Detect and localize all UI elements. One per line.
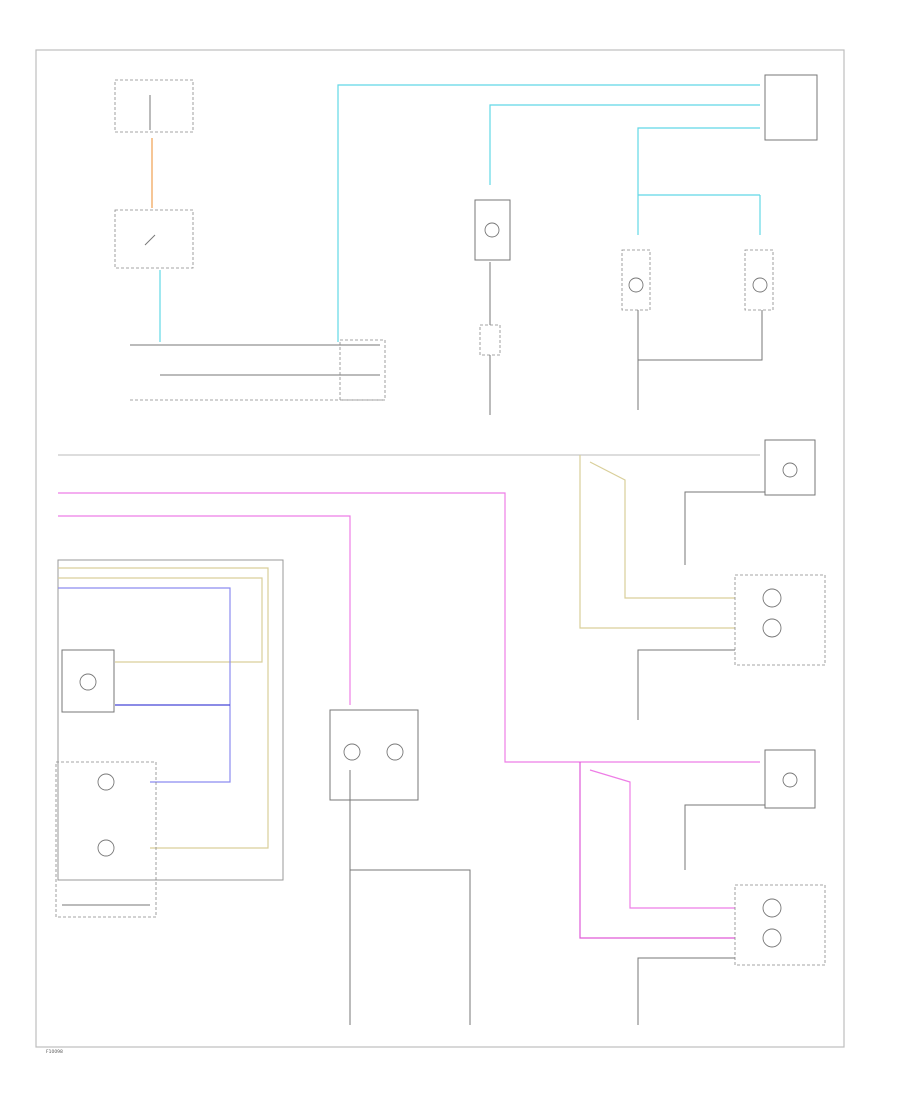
right-rear-side-marker-bulb [782,462,798,478]
right-tail-lamp-bulb-1 [762,588,782,608]
pink-wire-2 [58,515,351,705]
left-tail-lamp [734,884,826,966]
left-rear-side-marker-bulb [782,772,798,788]
left-rear-side-marker [764,749,816,809]
license-lamp-assembly [329,709,419,801]
pink-wire-1 [58,492,760,763]
right-front-side-marker [61,649,115,713]
license-lamp-left-box [621,249,651,311]
right-front-turn-lamp-bulb [97,773,115,791]
right-tail-lamp [734,574,826,666]
right-front-park-lamp-bulb [97,839,115,857]
tan-wire-3 [58,567,269,849]
blue-wire-1 [58,587,231,783]
cyan-wire-2 [489,104,760,185]
tan-wire-1 [579,455,735,629]
front-lamp-harness [57,559,284,881]
right-front-side-marker-bulb [79,673,97,691]
splice-connector [339,339,386,401]
license-lamp-right-bulb [752,277,768,293]
left-tail-lamp-bulb-1 [762,898,782,918]
center-stop-lamp [474,199,511,261]
tan-wire-4 [58,577,263,663]
right-rear-side-marker [764,439,816,496]
headlight-switch [114,209,194,269]
rear-lamp-connector [764,74,818,141]
center-stop-lamp-bulb [484,222,500,238]
magenta-wire-1 [579,762,735,939]
right-tail-lamp-bulb-2 [762,618,782,638]
cyan-wire-3 [637,127,760,195]
footer-code: F10098 [46,1049,63,1055]
license-lamp-left-bulb [628,277,644,293]
license-lamp-bulb-1 [343,743,361,761]
tan-wire-2 [589,461,735,599]
left-tail-lamp-bulb-2 [762,928,782,948]
magenta-wire-2 [589,769,735,909]
fuse-block [114,79,194,133]
cyan-main-wire [337,84,760,342]
right-front-lamps-box [55,761,157,918]
license-lamp-bulb-2 [386,743,404,761]
ground-connector-1 [479,324,501,356]
license-lamp-right-box [744,249,774,311]
diagram-frame [35,49,845,1048]
